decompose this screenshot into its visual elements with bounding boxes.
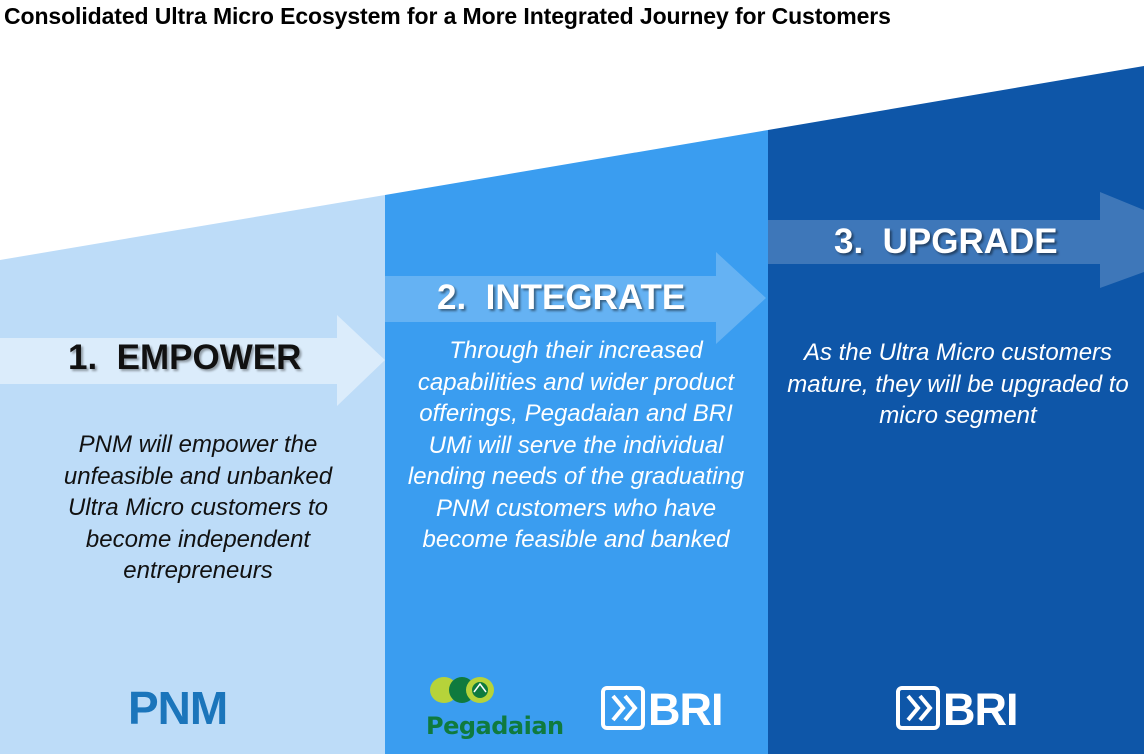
stage1-arrow xyxy=(0,315,385,406)
pegadaian-logo-mark xyxy=(430,677,494,703)
bri-logo-mark-stage2 xyxy=(601,686,645,730)
bri-logo-stage3: BRI xyxy=(943,684,1018,735)
stage1-column xyxy=(0,195,385,754)
stage3-heading: 3. UPGRADE xyxy=(834,222,1058,261)
stage3-description: As the Ultra Micro customers mature, the… xyxy=(787,339,1129,429)
bri-logo-mark-stage3 xyxy=(896,686,940,730)
pnm-logo: PNM xyxy=(128,682,228,734)
pegadaian-logo: Pegadaian xyxy=(426,712,564,740)
stage1-description: PNM will empower the unfeasible and unba… xyxy=(63,431,333,584)
stage2-description: Through their increased capabilities and… xyxy=(407,337,745,553)
stage1-heading: 1. EMPOWER xyxy=(68,338,302,377)
stage2-heading: 2. INTEGRATE xyxy=(437,278,686,317)
page-title: Consolidated Ultra Micro Ecosystem for a… xyxy=(4,3,891,29)
stage2-column xyxy=(385,130,768,754)
stage3-column xyxy=(768,66,1144,754)
bri-logo-stage2: BRI xyxy=(648,684,723,735)
stage2-arrow xyxy=(385,252,766,344)
stage3-arrow xyxy=(768,192,1144,288)
